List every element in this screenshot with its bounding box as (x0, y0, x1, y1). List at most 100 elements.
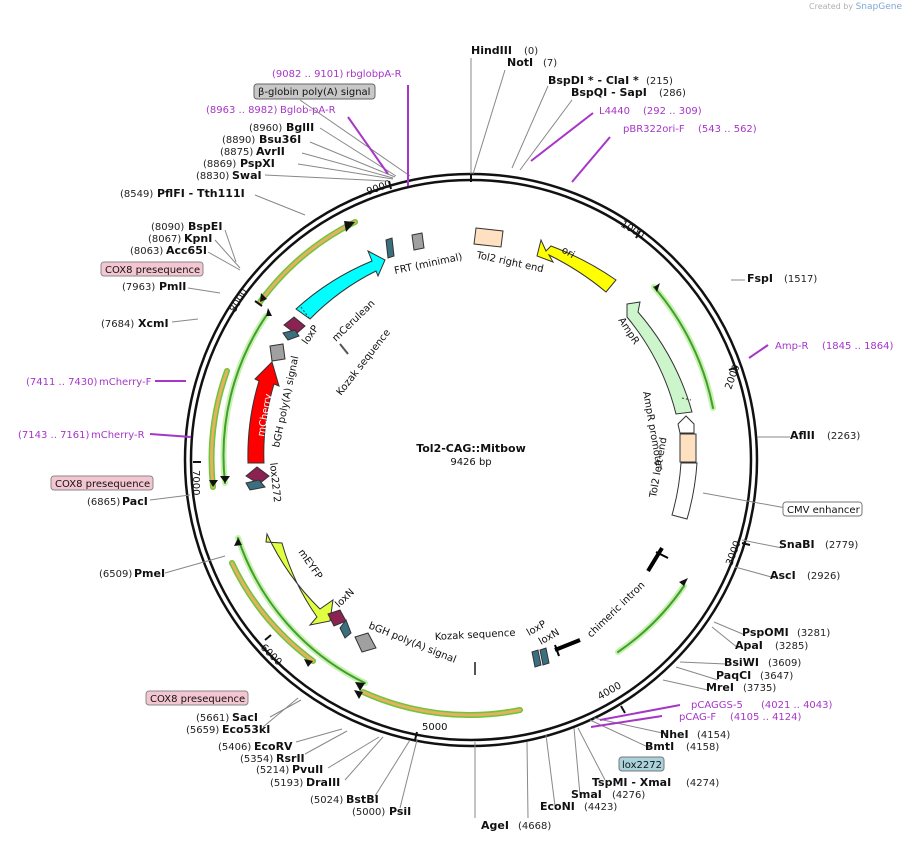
feature-label-bgh: bGH poly(A) signal (271, 355, 301, 449)
feature-label-meyfp: mEYFP (296, 547, 324, 581)
site-name-bstbi: BstBI (346, 793, 379, 806)
boxed-feature-label: β-globin poly(A) signal (258, 87, 370, 98)
site-name-kpni: KpnI (184, 232, 212, 245)
primer-name-mcherry-f: mCherry-F (99, 377, 152, 388)
primer-range-mcherry-r: (7143 .. 7161) (18, 430, 90, 441)
site-pos-pspomi: (3281) (797, 628, 830, 639)
tick-label: 5000 (422, 722, 447, 733)
primer-name-pbr322: pBR322ori-F (623, 124, 685, 135)
primer-range-rbglobpa: (9082 .. 9101) (272, 69, 344, 80)
feature-label-bgh-2: bGH poly(A) signal (367, 621, 458, 666)
primer-name-ampr: Amp-R (775, 341, 809, 352)
site-pos-kpni: (8067) (148, 234, 181, 245)
site-name-asci: AscI (770, 569, 796, 582)
boxed-features: β-globin poly(A) signal COX8 presequence… (50, 83, 863, 772)
site-pos-snabi: (2779) (825, 540, 858, 551)
site-name-agei: AgeI (481, 819, 509, 832)
site-name-bsu36i: Bsu36I (259, 133, 301, 146)
site-name-bmti: BmtI (645, 740, 674, 753)
site-pos-smai: (4276) (612, 790, 645, 801)
boxed-feature-label: COX8 presequence (150, 694, 245, 705)
site-name-pflfi: PflFI - Tth111I (157, 187, 245, 200)
site-name-pmli: PmlI (159, 280, 186, 293)
site-name-psii: PsiI (389, 805, 411, 818)
site-name-pvuii: PvuII (292, 763, 323, 776)
site-pos-noti: (7) (543, 58, 557, 69)
site-name-bglii: BglII (286, 121, 314, 134)
feature-label-tol2-right: Tol2 right end (474, 250, 544, 275)
primer-name-pcaggs: pCAGGS-5 (691, 700, 743, 711)
primer-range-pbr322: (543 .. 562) (698, 124, 757, 135)
primer-range-pcag: (4105 .. 4124) (730, 712, 802, 723)
site-pos-bsiwi: (3609) (768, 658, 801, 669)
site-name-sapi: BspQI - SapI (571, 86, 647, 99)
tick-label: 7000 (190, 470, 201, 495)
site-name-aflii: AflII (790, 429, 815, 442)
boxed-feature-label: lox2272 (622, 760, 662, 771)
site-name-mrei: MreI (706, 681, 734, 694)
site-pos-bglii: (8960) (249, 123, 282, 134)
site-name-saci: SacI (232, 711, 258, 724)
primer-range-ampr: (1845 .. 1864) (822, 341, 894, 352)
feature-label-chimeric-intron: chimeric intron (585, 580, 647, 640)
site-name-draiii: DraIII (306, 776, 340, 789)
site-name-eco53ki: Eco53kI (222, 723, 270, 736)
snapgene-credit: Created by SnapGene (809, 2, 902, 12)
site-pos-xcmi: (7684) (101, 319, 134, 330)
site-pos-nhei: (4154) (697, 730, 730, 741)
site-pos-rsrii: (5354) (240, 754, 273, 765)
site-pos-agei: (4668) (518, 821, 551, 832)
site-name-nhei: NheI (660, 728, 689, 741)
site-pos-bspei: (8090) (151, 222, 184, 233)
primer-name-bglob: Bglob-pA-R (280, 105, 336, 116)
site-name-bsiwi: BsiWI (724, 656, 759, 669)
site-pos-claI: (215) (646, 76, 673, 87)
primer-range-pcaggs: (4021 .. 4043) (761, 700, 833, 711)
plasmid-size: 9426 bp (450, 457, 491, 468)
site-pos-pvuii: (5214) (256, 765, 289, 776)
site-pos-pspxi: (8869) (203, 159, 236, 170)
site-name-paqci: PaqCI (716, 669, 751, 682)
credit-prefix: Created by (809, 2, 854, 11)
site-name-avrii: AvrII (256, 145, 285, 158)
site-pos-paqci: (3647) (760, 671, 793, 682)
site-name-pmei: PmeI (134, 567, 165, 580)
site-name-xcmi: XcmI (138, 317, 169, 330)
feature-label-lox2272: lox2272 (267, 462, 282, 503)
primer-range-l4440: (292 .. 309) (643, 106, 702, 117)
site-pos-psii: (5000) (352, 807, 385, 818)
primer-range-bglob: (8963 .. 8982) (206, 105, 278, 116)
site-name-xmai: TspMI - XmaI (592, 776, 671, 789)
site-pos-bmti: (4158) (686, 742, 719, 753)
site-name-pspomi: PspOMI (742, 626, 789, 639)
feature-label-loxn: loxN (333, 587, 356, 610)
site-pos-bsu36i: (8890) (222, 135, 255, 146)
site-name-claI: BspDI * - ClaI * (548, 74, 639, 87)
site-name-swai: SwaI (232, 169, 262, 182)
site-name-hindiii: HindIII (471, 44, 512, 57)
site-pos-aflii: (2263) (827, 431, 860, 442)
site-name-ecorv: EcoRV (254, 740, 293, 753)
primer-name-pcag: pCAG-F (679, 712, 716, 723)
site-labels: HindIII (0) NotI (7) BspDI * - ClaI * (2… (87, 44, 860, 832)
credit-brand: SnapGene (855, 2, 902, 12)
site-pos-mrei: (3735) (743, 683, 776, 694)
site-pos-eco53ki: (5659) (186, 725, 219, 736)
site-pos-xmai: (4274) (686, 778, 719, 789)
plasmid-name: Tol2-CAG::Mitbow (416, 442, 526, 455)
inner-feature-shapes (245, 227, 698, 675)
site-name-acc65i: Acc65I (166, 244, 207, 257)
site-name-apai: ApaI (735, 639, 763, 652)
site-pos-swai: (8830) (196, 171, 229, 182)
site-name-rsrii: RsrII (276, 752, 305, 765)
feature-label-mcerulean: mCerulean (330, 298, 377, 344)
primer-name-l4440: L4440 (599, 106, 630, 117)
site-pos-pmei: (6509) (99, 569, 132, 580)
site-pos-saci: (5661) (196, 713, 229, 724)
site-name-snabi: SnaBI (779, 538, 815, 551)
site-pos-ecorv: (5406) (218, 742, 251, 753)
site-pos-asci: (2926) (807, 571, 840, 582)
primer-name-rbglobpa: rbglobpA-R (346, 69, 402, 80)
boxed-feature-label: COX8 presequence (55, 479, 150, 490)
